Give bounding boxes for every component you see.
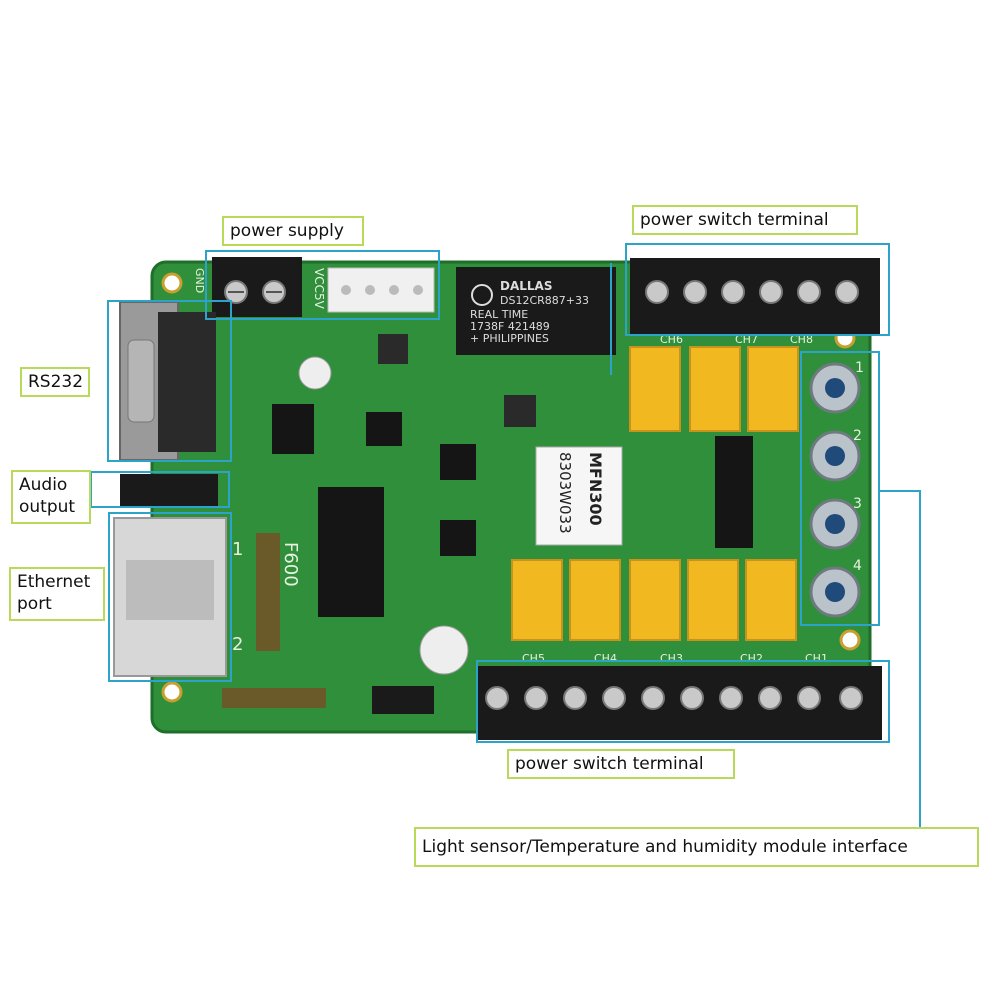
sticker-line: MFN300 bbox=[586, 452, 605, 526]
vcc-label: VCC5V bbox=[312, 268, 326, 310]
small-chip bbox=[440, 444, 476, 480]
rtc-line: REAL TIME bbox=[470, 308, 528, 321]
pin-header bbox=[372, 686, 434, 714]
sensor-ports bbox=[809, 362, 861, 618]
rtc-line: + PHILIPPINES bbox=[470, 332, 549, 345]
model-label: F600 bbox=[280, 542, 301, 587]
bottom-relays bbox=[511, 559, 797, 641]
channel-label: CH7 bbox=[735, 333, 758, 346]
buzzer bbox=[419, 625, 469, 675]
bottom-terminal-highlight bbox=[476, 660, 890, 743]
ethernet-port-label: Ethernet port bbox=[9, 567, 105, 621]
ethernet-jack bbox=[113, 517, 227, 677]
mount-hole bbox=[839, 629, 861, 651]
small-chip bbox=[272, 404, 314, 454]
gnd-label: GND bbox=[193, 268, 206, 293]
capacitor bbox=[298, 356, 332, 390]
audio-highlight bbox=[90, 471, 230, 508]
port-number: 4 bbox=[853, 558, 862, 574]
audio-jack bbox=[120, 474, 218, 508]
top-terminal-block bbox=[630, 258, 880, 336]
small-chip bbox=[366, 412, 402, 446]
sensor-highlight bbox=[800, 351, 880, 626]
rtc-chip: DALLAS DS12CR887+33 REAL TIME 1738F 4214… bbox=[456, 267, 616, 355]
rtc-line: 1738F 421489 bbox=[470, 320, 550, 333]
power-supply-terminal bbox=[212, 257, 302, 317]
serial-sticker: MFN300 8303W033 bbox=[535, 446, 623, 546]
ethernet-highlight bbox=[108, 512, 232, 682]
port-number: 1 bbox=[855, 360, 864, 376]
power-supply-label: power supply bbox=[222, 216, 364, 246]
power-switch-terminal-top-label: power switch terminal bbox=[632, 205, 858, 235]
port-mark: 1 bbox=[232, 539, 243, 560]
sensor-leader-v bbox=[919, 490, 921, 830]
inductor bbox=[504, 395, 536, 427]
rtc-line: DS12CR887+33 bbox=[500, 294, 589, 307]
top-terminal-leader bbox=[610, 263, 612, 375]
port-number: 2 bbox=[853, 428, 862, 444]
power-switch-terminal-bottom-label: power switch terminal bbox=[507, 749, 735, 779]
port-mark: 2 bbox=[232, 634, 243, 655]
sticker-line: 8303W033 bbox=[556, 452, 574, 534]
mount-hole bbox=[161, 272, 183, 294]
audio-output-label: Audio output bbox=[11, 470, 91, 524]
pin-header bbox=[222, 688, 326, 708]
port-number: 3 bbox=[853, 496, 862, 512]
rtc-line: DALLAS bbox=[500, 279, 552, 293]
rs232-connector bbox=[119, 301, 216, 461]
bottom-terminal-block bbox=[478, 666, 882, 740]
rs232-label: RS232 bbox=[20, 367, 90, 397]
inductor bbox=[378, 334, 408, 364]
power-supply-highlight bbox=[205, 250, 440, 320]
channel-label: CH6 bbox=[660, 333, 683, 346]
small-chip bbox=[440, 520, 476, 556]
small-chip bbox=[715, 436, 753, 548]
top-relays bbox=[629, 346, 799, 432]
rs232-highlight bbox=[107, 300, 232, 462]
pin-header bbox=[256, 533, 280, 651]
sensor-interface-label: Light sensor/Temperature and humidity mo… bbox=[414, 827, 979, 867]
main-ic bbox=[318, 487, 384, 617]
mount-hole bbox=[161, 681, 183, 703]
sensor-leader-h bbox=[880, 490, 920, 492]
top-terminal-highlight bbox=[625, 243, 890, 336]
channel-label: CH8 bbox=[790, 333, 813, 346]
